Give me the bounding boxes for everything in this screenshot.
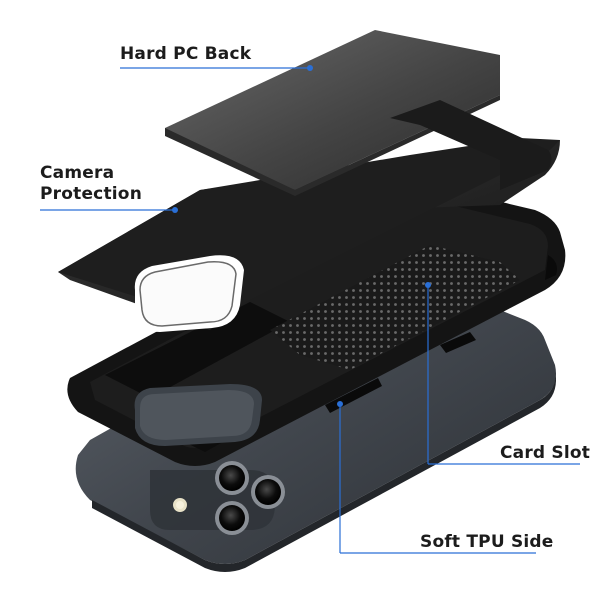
hard-pc-back-plate bbox=[165, 30, 552, 196]
label-camera-protection-line1: Camera bbox=[40, 163, 115, 183]
phone-camera-module bbox=[150, 461, 285, 535]
label-camera-protection-line2: Protection bbox=[40, 184, 142, 204]
label-camera-protection: Camera Protection bbox=[40, 163, 142, 205]
label-card-slot-text: Card Slot bbox=[500, 443, 591, 463]
camera-protection-plate bbox=[58, 138, 560, 332]
label-card-slot: Card Slot bbox=[500, 443, 590, 464]
label-soft-tpu-side: Soft TPU Side bbox=[420, 532, 554, 553]
label-hard-pc-back: Hard PC Back bbox=[120, 44, 251, 65]
label-hard-pc-back-text: Hard PC Back bbox=[120, 44, 252, 64]
case-frame bbox=[67, 185, 566, 466]
label-soft-tpu-side-text: Soft TPU Side bbox=[420, 532, 554, 552]
callout-lines bbox=[40, 65, 580, 554]
